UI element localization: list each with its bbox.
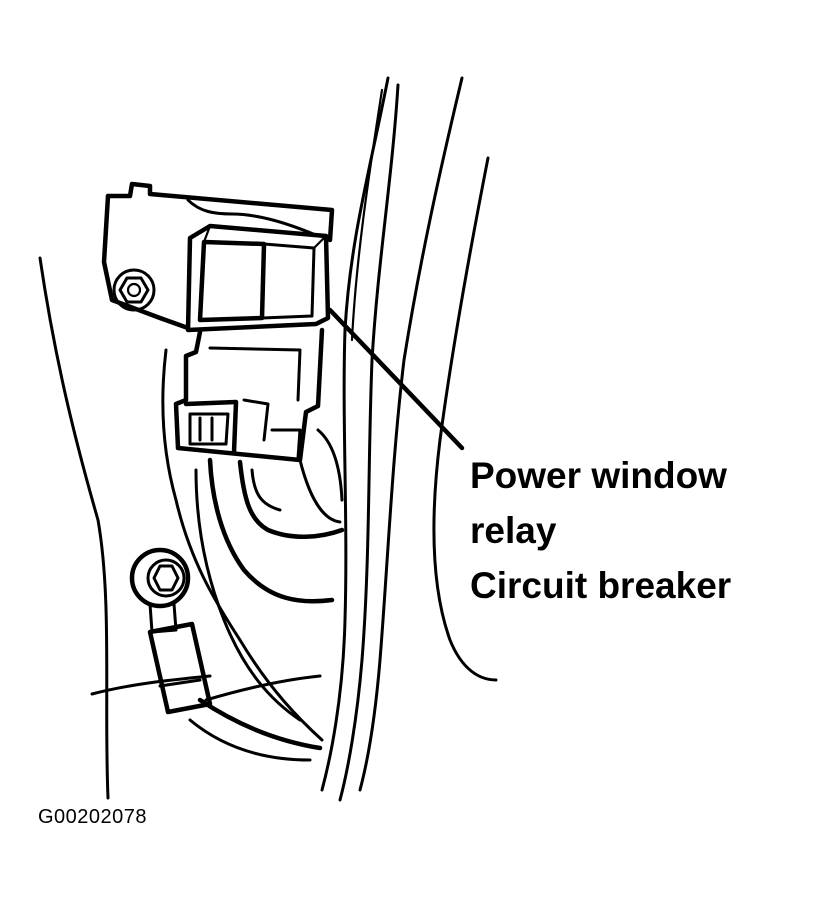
callout-line-1: Power window (470, 455, 727, 496)
pillar-lines (320, 76, 498, 802)
figure-id: G00202078 (38, 806, 148, 828)
mounting-bracket (101, 181, 335, 331)
relay-body (185, 223, 331, 333)
relay-callout-label: Power window relay Circuit breaker (470, 448, 731, 613)
wire-harness (161, 348, 345, 762)
callout-leader (327, 307, 465, 451)
callout-line-2: relay (470, 510, 557, 551)
relay-connector (173, 327, 325, 463)
ground-terminal (129, 547, 322, 715)
callout-line-3: Circuit breaker (470, 565, 732, 606)
body-panel-lines (38, 256, 212, 800)
